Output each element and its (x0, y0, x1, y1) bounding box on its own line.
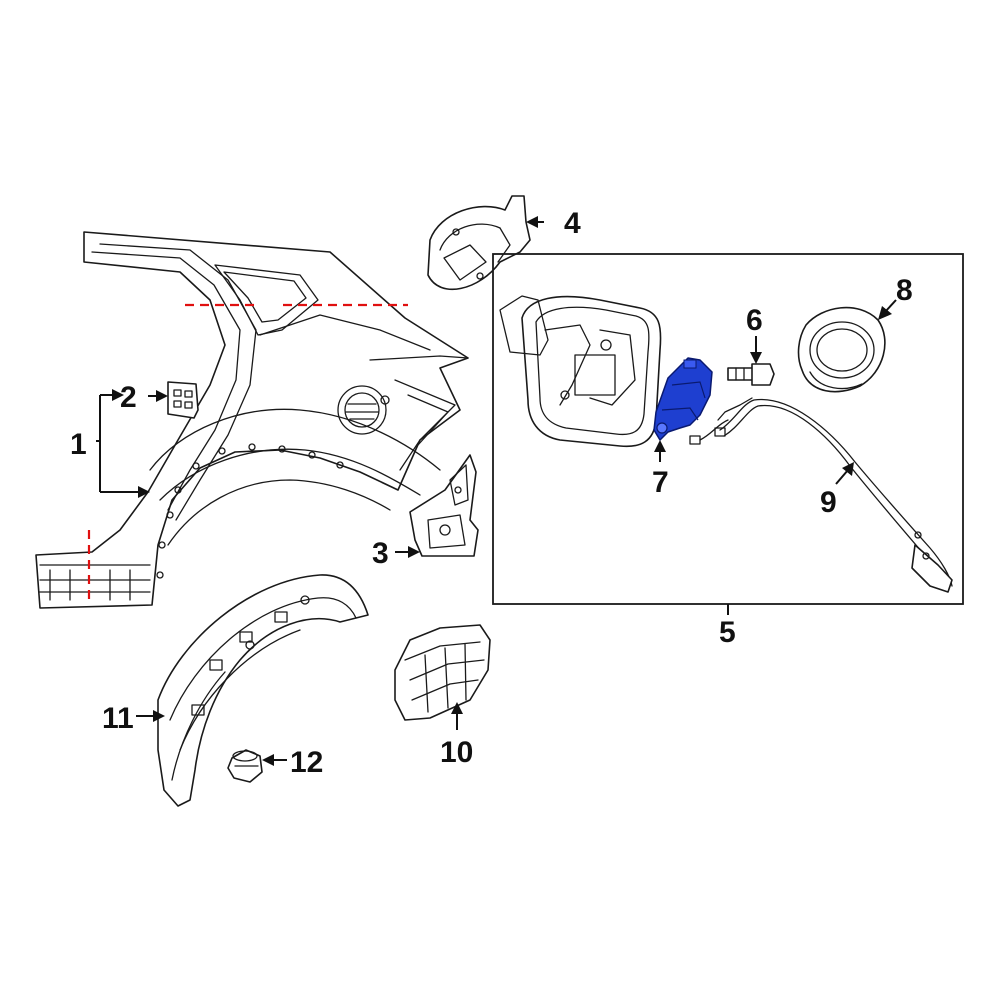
callout-2: 2 (120, 381, 137, 414)
callout-8: 8 (896, 274, 913, 307)
callout-4: 4 (564, 207, 581, 240)
callout-12: 12 (290, 746, 323, 779)
callout-6: 6 (746, 304, 763, 337)
nut-part-12[interactable] (227, 749, 263, 783)
bolt-part-6[interactable] (727, 363, 775, 386)
cut-lines (87, 303, 408, 600)
vent-grille-part-10[interactable] (394, 624, 491, 721)
callout-5: 5 (719, 616, 736, 649)
bracket-part-2[interactable] (167, 381, 199, 419)
fuel-filler-pocket-part-8[interactable] (797, 306, 886, 393)
callout-3: 3 (372, 537, 389, 570)
callout-10: 10 (440, 736, 473, 769)
leader-lines (96, 216, 897, 766)
callout-1: 1 (70, 428, 87, 461)
callout-9: 9 (820, 486, 837, 519)
bracket-part-3[interactable] (409, 454, 479, 557)
wheelhouse-liner-part-11[interactable] (157, 574, 369, 807)
callout-11: 11 (102, 702, 134, 735)
fuel-housing-bracket-part-4[interactable] (427, 195, 531, 291)
quarter-panel-part-1[interactable] (35, 231, 469, 609)
callout-7: 7 (652, 466, 669, 499)
fuel-door-actuator-part-7[interactable] (653, 357, 713, 441)
fuel-door-assembly[interactable] (499, 295, 662, 448)
